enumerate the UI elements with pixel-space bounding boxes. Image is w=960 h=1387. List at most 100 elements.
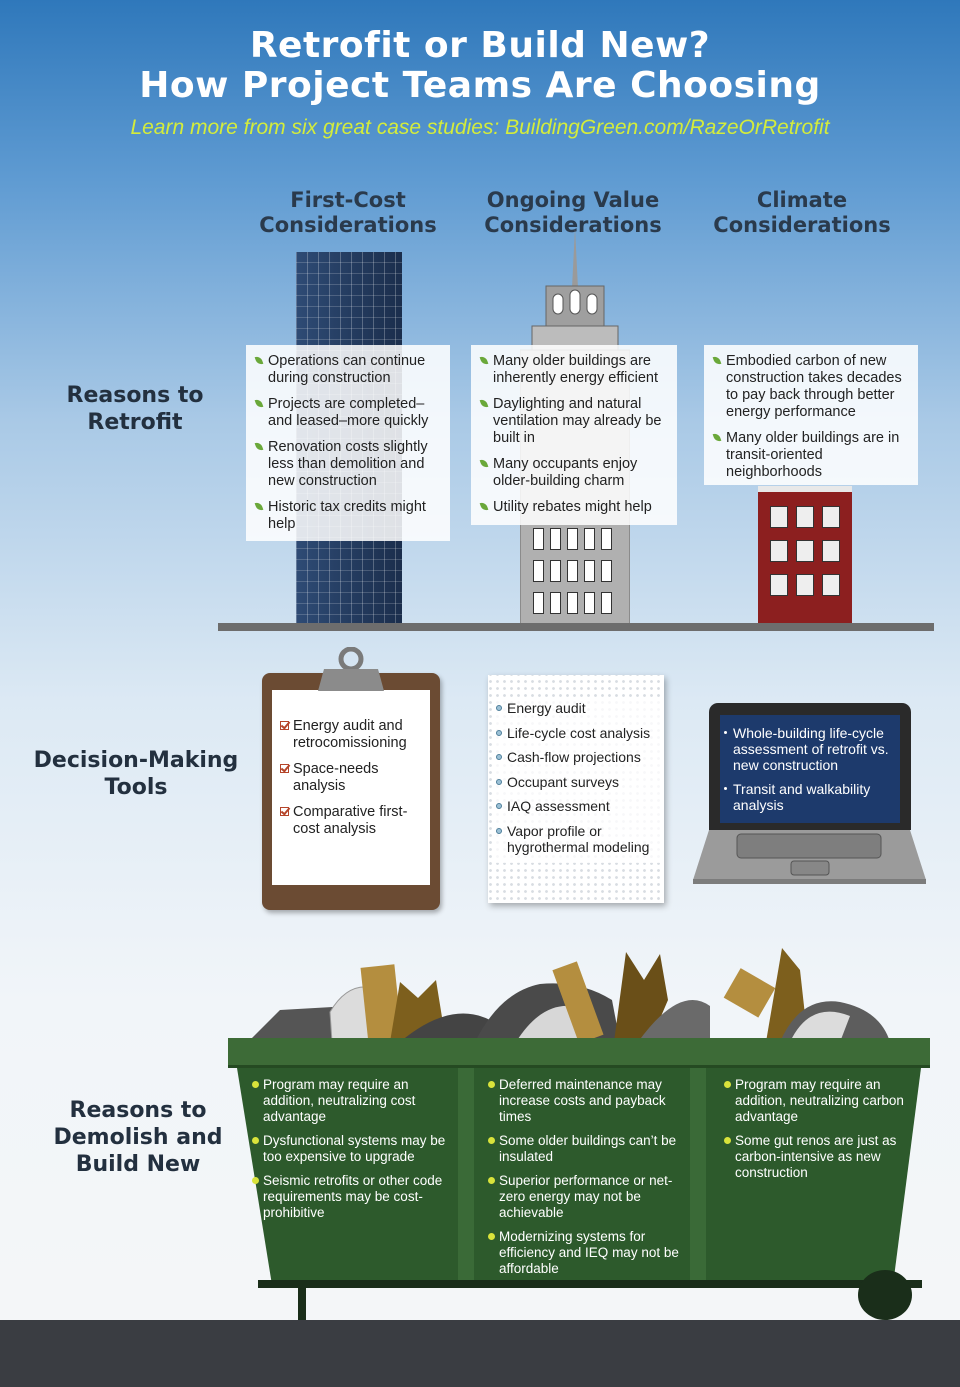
bullet-icon [488, 1137, 495, 1144]
tower-window [601, 592, 612, 614]
tower-window [550, 560, 561, 582]
brick-window [796, 540, 814, 562]
list-item: Dysfunctional systems may be too expensi… [252, 1133, 456, 1165]
row-label-demolish: Reasons to Demolish and Build New [53, 1098, 223, 1177]
dumpster-skid [258, 1280, 922, 1288]
list-item: Deferred maintenance may increase costs … [488, 1077, 684, 1125]
tools-first-cost-list: Energy audit and retrocomissioning Space… [280, 718, 426, 847]
tower-window [601, 560, 612, 582]
leaf-icon [479, 458, 489, 469]
leaf-icon [479, 355, 489, 366]
bullet-icon [488, 1233, 495, 1240]
dumpster-rib [690, 1068, 706, 1280]
checkbox-icon [280, 764, 289, 773]
list-item: Historic tax credits might help [254, 499, 442, 533]
row-label-tools: Decision-Making Tools [33, 748, 239, 800]
dumpster-leg [298, 1288, 306, 1320]
demolition-debris-illustration [240, 940, 920, 1044]
leaf-icon [254, 441, 264, 452]
list-item: Some older buildings can’t be insulated [488, 1133, 684, 1165]
bullet-icon [252, 1081, 259, 1088]
leaf-icon [479, 398, 489, 409]
tower-window [533, 528, 544, 550]
bullet-icon [496, 827, 502, 834]
list-item: Energy audit and retrocomissioning [280, 718, 426, 752]
subtitle-link[interactable]: Learn more from six great case studies: … [130, 116, 830, 139]
clipboard-clip-icon [308, 646, 394, 691]
leaf-icon [712, 432, 722, 443]
brick-window [770, 506, 788, 528]
checkbox-icon [280, 807, 289, 816]
tower-window [601, 528, 612, 550]
list-item: Program may require an addition, neutral… [724, 1077, 904, 1125]
list-item: Operations can continue during construct… [254, 353, 442, 387]
brick-window [796, 574, 814, 596]
ground-line [218, 623, 934, 631]
list-item: Life-cycle cost analysis [496, 725, 660, 741]
tower-window [550, 528, 561, 550]
bullet-icon [496, 778, 502, 785]
tower-window [533, 560, 544, 582]
list-item: Many occupants enjoy older-building char… [479, 456, 669, 490]
tower-window [584, 560, 595, 582]
tower-window [567, 560, 578, 582]
bullet-icon [496, 803, 502, 809]
bullet-icon [488, 1177, 495, 1184]
dumpster-wheel [858, 1270, 912, 1320]
tower-window [533, 592, 544, 614]
demolish-ongoing-value-list: Deferred maintenance may increase costs … [488, 1077, 684, 1285]
brick-window [770, 574, 788, 596]
bullet-icon [496, 754, 502, 760]
title-line-2: How Project Teams Are Choosing [139, 65, 821, 106]
list-item: Comparative first-cost analysis [280, 804, 426, 838]
list-item: IAQ assessment [496, 798, 660, 814]
tower-window [584, 528, 595, 550]
list-item: Utility rebates might help [479, 499, 669, 516]
brick-window [822, 574, 840, 596]
leaf-icon [712, 355, 722, 366]
list-item: Embodied carbon of new construction take… [712, 353, 910, 421]
tower-window [567, 592, 578, 614]
list-item: Vapor profile or hygrothermal modeling [496, 823, 660, 855]
pavement [0, 1320, 960, 1387]
list-item: Space-needs analysis [280, 761, 426, 795]
leaf-icon [254, 398, 264, 409]
list-item: Energy audit [496, 700, 660, 716]
list-item: Superior performance or net-zero energy … [488, 1173, 684, 1221]
column-head-ongoing-value: Ongoing Value Considerations [484, 188, 662, 237]
list-item: Many older buildings are inherently ener… [479, 353, 669, 387]
bullet-icon [252, 1137, 259, 1144]
list-item: Daylighting and natural ventilation may … [479, 396, 669, 447]
list-item: Cash-flow projections [496, 749, 660, 765]
dumpster-rim [228, 1038, 930, 1068]
title-line-1: Retrofit or Build New? [249, 25, 711, 66]
brick-window [822, 540, 840, 562]
dumpster-rib [458, 1068, 474, 1280]
list-item: Renovation costs slightly less than demo… [254, 439, 442, 490]
tower-window [567, 528, 578, 550]
demolish-first-cost-list: Program may require an addition, neutral… [252, 1077, 456, 1229]
bullet-icon [488, 1081, 495, 1088]
brick-window [796, 506, 814, 528]
bullet-icon [724, 1081, 731, 1088]
column-head-first-cost: First-Cost Considerations [259, 188, 437, 237]
list-item: Transit and walkability analysis [724, 781, 898, 813]
bullet-icon [724, 731, 727, 734]
clipboard-paper [272, 690, 430, 885]
tools-ongoing-value-list: Energy audit Life-cycle cost analysis Ca… [496, 700, 660, 863]
retrofit-ongoing-value-panel: Many older buildings are inherently ener… [471, 345, 677, 525]
retrofit-first-cost-panel: Operations can continue during construct… [246, 345, 450, 541]
column-head-climate: Climate Considerations [713, 188, 891, 237]
bullet-icon [252, 1177, 259, 1184]
list-item: Program may require an addition, neutral… [252, 1077, 456, 1125]
laptop-keyboard-base [693, 830, 926, 884]
retrofit-climate-panel: Embodied carbon of new construction take… [704, 345, 918, 485]
bullet-icon [724, 1137, 731, 1144]
bullet-icon [724, 787, 727, 790]
list-item: Occupant surveys [496, 774, 660, 790]
list-item: Projects are completed–and leased–more q… [254, 396, 442, 430]
list-item: Some gut renos are just as carbon-intens… [724, 1133, 904, 1181]
tower-window [550, 592, 561, 614]
leaf-icon [254, 355, 264, 366]
list-item: Whole-building life-cycle assessment of … [724, 725, 898, 773]
